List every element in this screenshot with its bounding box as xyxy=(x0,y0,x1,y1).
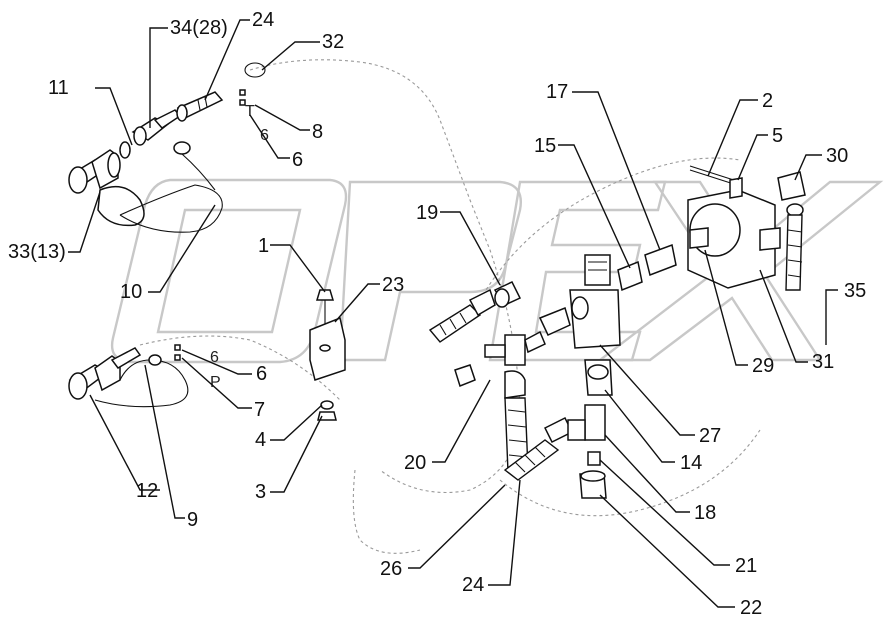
callout-6-bottom: 6 xyxy=(256,363,267,385)
bracket-5 xyxy=(729,177,743,199)
callout-2: 2 xyxy=(762,90,773,112)
callout-26: 26 xyxy=(380,558,402,580)
callout-29: 29 xyxy=(752,355,774,377)
dust-cap-33 xyxy=(97,185,145,227)
callout-8: 8 xyxy=(312,121,323,143)
callout-27: 27 xyxy=(699,425,721,447)
fitting-14 xyxy=(584,359,613,396)
callout-34-28: 34(28) xyxy=(170,17,228,39)
fitting-24-top xyxy=(176,91,224,122)
tags-6-8-top xyxy=(239,89,246,106)
elbow-19 xyxy=(493,281,522,308)
ring-32 xyxy=(244,62,266,78)
callout-10: 10 xyxy=(120,281,142,303)
fitting-17 xyxy=(644,243,677,277)
coupling-11 xyxy=(68,149,121,194)
callout-21: 21 xyxy=(735,555,757,577)
coupling-12 xyxy=(68,355,121,400)
callout-labels: 11 34(28) 24 32 8 6 33(13) 10 1 23 6 7 4… xyxy=(8,9,866,619)
hose-31 xyxy=(785,203,804,291)
seal-ring-11 xyxy=(119,141,131,159)
marking-P: P xyxy=(210,374,221,391)
callout-15: 15 xyxy=(534,135,556,157)
callout-5: 5 xyxy=(772,125,783,147)
fitting-lower xyxy=(110,347,142,369)
bracket-23 xyxy=(309,316,346,381)
callout-19: 19 xyxy=(416,202,438,224)
nut-left-tee xyxy=(454,364,476,387)
tee-fitting xyxy=(484,330,546,366)
callout-11: 11 xyxy=(48,77,69,99)
cylinder-29 xyxy=(687,189,781,289)
hose-26 xyxy=(428,288,496,343)
callout-7: 7 xyxy=(254,399,265,421)
strap-9 xyxy=(94,354,189,408)
callout-24-bottom: 24 xyxy=(462,574,484,596)
callout-6-top: 6 xyxy=(292,149,303,171)
leader-lines xyxy=(68,19,838,608)
callout-4: 4 xyxy=(255,429,266,451)
marking-T: T xyxy=(245,103,255,120)
callout-30: 30 xyxy=(826,145,848,167)
tags-6-7-bottom xyxy=(174,344,181,361)
nut-3 xyxy=(317,411,337,421)
callout-18: 18 xyxy=(694,502,716,524)
callout-22: 22 xyxy=(740,597,762,619)
nut-22 xyxy=(579,470,607,499)
callout-17: 17 xyxy=(546,81,568,103)
callout-33-13: 33(13) xyxy=(8,241,66,263)
sleeve-21 xyxy=(587,451,601,466)
callout-14: 14 xyxy=(680,452,702,474)
fitting-15 xyxy=(617,260,643,292)
elbow-18 xyxy=(567,404,606,441)
callout-12: 12 xyxy=(136,480,158,502)
callout-31: 31 xyxy=(812,351,834,373)
marking-six-bottom: 6 xyxy=(210,349,219,366)
marking-six-top: 6 xyxy=(260,127,269,144)
strap-10 xyxy=(119,141,223,233)
callout-1: 1 xyxy=(258,235,269,257)
callout-32: 32 xyxy=(322,31,344,53)
callout-20: 20 xyxy=(404,452,426,474)
bolt-1 xyxy=(315,289,335,330)
washer-4 xyxy=(320,400,334,410)
tab-30 xyxy=(777,171,806,201)
valve-27 xyxy=(538,254,621,349)
callout-24-top: 24 xyxy=(252,9,274,31)
assembly-dash-outline xyxy=(139,59,761,554)
callout-23: 23 xyxy=(382,274,404,296)
callout-3: 3 xyxy=(255,481,266,503)
adapter-34 xyxy=(131,109,182,146)
callout-9: 9 xyxy=(187,509,198,531)
hose-20 xyxy=(504,370,529,473)
callout-35: 35 xyxy=(844,280,866,302)
